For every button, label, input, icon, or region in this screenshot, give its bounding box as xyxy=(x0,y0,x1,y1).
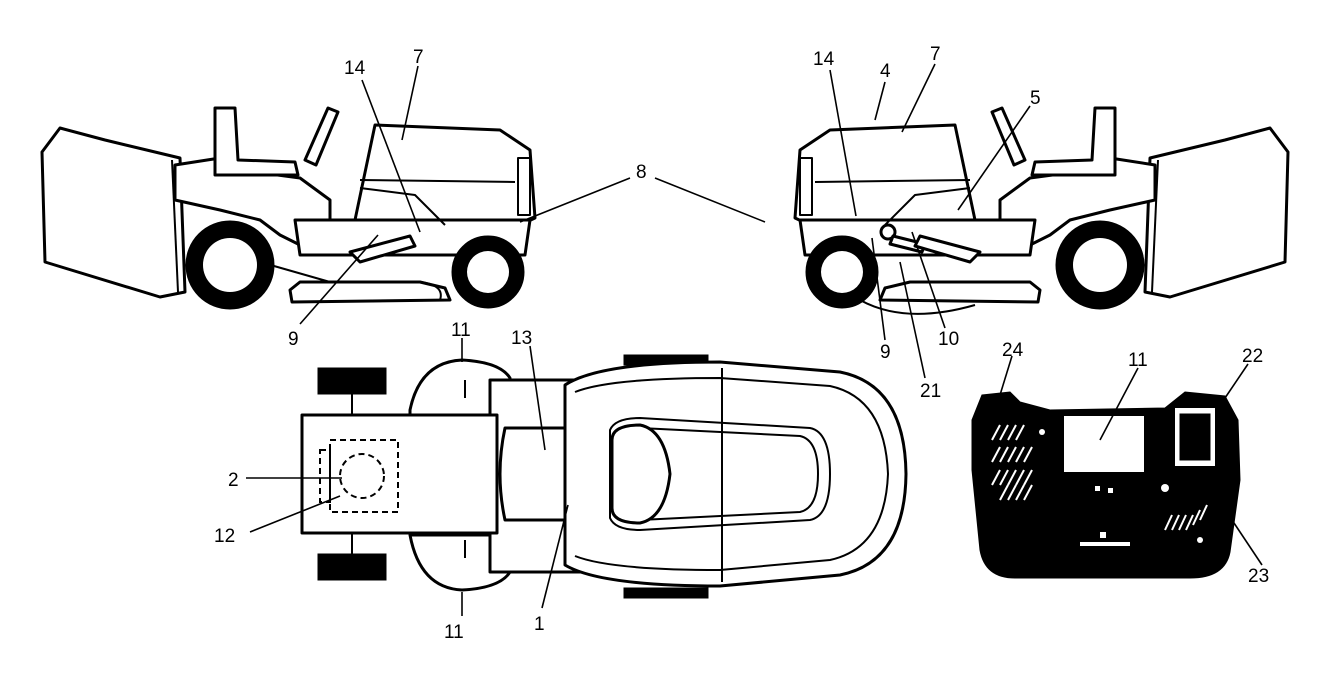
callout-11-top-view-upper: 11 xyxy=(451,320,471,341)
rear-hitch-plate xyxy=(300,413,499,535)
callout-10: 10 xyxy=(938,329,959,350)
callout-2: 2 xyxy=(228,470,239,491)
seat-top xyxy=(498,426,572,522)
callout-14-right: 14 xyxy=(813,49,835,70)
callout-9-right: 9 xyxy=(880,342,891,363)
label-area-11 xyxy=(1064,416,1144,472)
callout-22: 22 xyxy=(1242,346,1263,367)
callout-7-left: 7 xyxy=(413,47,424,68)
callout-23: 23 xyxy=(1248,566,1269,587)
grass-collector-bag xyxy=(1143,126,1290,299)
callout-11-hood: 11 xyxy=(1128,350,1148,371)
callout-12: 12 xyxy=(214,526,235,547)
tractor-top-view xyxy=(300,354,908,599)
rear-wheel-top xyxy=(317,367,387,395)
callout-7-right: 7 xyxy=(930,44,941,65)
steering-wheel xyxy=(303,106,340,167)
callout-11-top-view-lower: 11 xyxy=(444,622,464,643)
callout-9-left: 9 xyxy=(288,329,299,350)
cutting-deck xyxy=(878,280,1042,304)
hood-detail-view xyxy=(971,391,1241,579)
hood-detail-leaders xyxy=(999,355,1263,566)
tractor-left-side-view xyxy=(40,106,537,310)
seat xyxy=(1030,106,1117,177)
grass-collector-bag xyxy=(40,126,187,299)
callout-5: 5 xyxy=(1030,88,1041,109)
callout-8: 8 xyxy=(636,162,647,183)
cutting-deck xyxy=(288,280,452,304)
tractor-right-side-view xyxy=(793,106,1290,315)
callout-24: 24 xyxy=(1002,340,1024,361)
fender-bottom xyxy=(408,533,512,592)
rear-wheel-bottom xyxy=(317,553,387,581)
callout-1: 1 xyxy=(534,614,545,635)
hood xyxy=(353,123,537,227)
left-view-leaders xyxy=(299,65,421,325)
hood-underside-panel xyxy=(971,391,1241,579)
callout-14-left: 14 xyxy=(344,58,366,79)
top-view-leaders xyxy=(246,338,569,616)
callout-4: 4 xyxy=(880,61,891,82)
callout-8-leaders xyxy=(519,177,766,223)
right-view-leaders xyxy=(829,63,1031,379)
callout-13: 13 xyxy=(511,328,532,349)
seat xyxy=(213,106,300,177)
callout-21: 21 xyxy=(920,381,941,402)
hood xyxy=(793,123,977,227)
